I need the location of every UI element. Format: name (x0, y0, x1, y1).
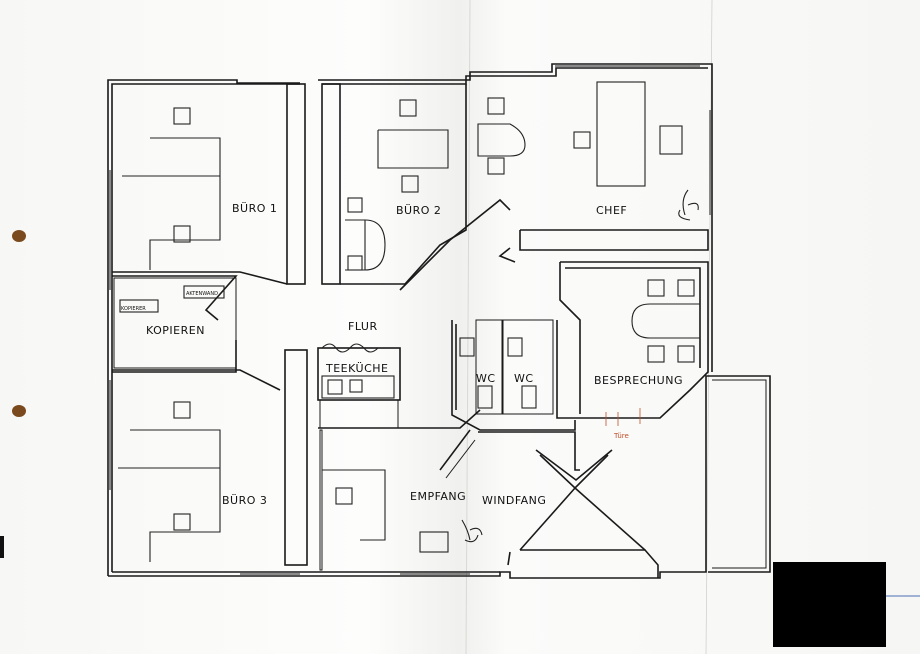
chair-chef-c (573, 131, 591, 149)
room-label-teekueche: TEEKÜCHE (325, 362, 389, 375)
plant-icon (678, 189, 699, 221)
room-label-buero3: BÜRO 3 (222, 494, 267, 507)
room-label-buero2: BÜRO 2 (396, 204, 441, 217)
furniture (118, 81, 701, 562)
chair-besprechung-b (677, 279, 695, 297)
room-label-flur: FLUR (348, 320, 378, 333)
room-label-empfang: EMPFANG (410, 490, 466, 503)
label-aktenwand: AKTENWAND (186, 291, 218, 297)
chair-buero3-a (173, 401, 191, 419)
chair-buero1-a (173, 107, 191, 125)
chair-empfang-b (419, 531, 449, 553)
punch-hole-bottom (12, 405, 26, 417)
redaction-block (773, 562, 886, 647)
plant-icon (461, 519, 483, 543)
chair-besprechung-a (647, 279, 665, 297)
chair-buero2-a (399, 99, 417, 117)
handwritten-note-tuere: Türe (613, 432, 629, 440)
label-kopierer: KOPIERER (121, 306, 146, 312)
room-label-besprechung: BESPRECHUNG (594, 374, 683, 387)
chair-buero2-c (347, 197, 363, 213)
paper-fold-right (705, 0, 713, 654)
chair-buero2-b (401, 175, 419, 193)
chair-chef-b (487, 157, 505, 175)
room-label-wc-2: WC (514, 372, 534, 385)
paper-fold (465, 0, 471, 654)
room-label-kopieren: KOPIEREN (146, 324, 205, 337)
chair-buero2-d (347, 255, 363, 271)
interior-walls (112, 83, 709, 578)
outer-walls (107, 63, 771, 579)
room-label-wc-1: WC (476, 372, 496, 385)
room-label-windfang: WINDFANG (482, 494, 546, 507)
chair-chef-a (487, 97, 505, 115)
chef-armchair (659, 125, 683, 155)
chair-besprechung-d (677, 345, 695, 363)
chair-buero1-b (173, 225, 191, 243)
room-label-buero1: BÜRO 1 (232, 202, 277, 215)
chair-empfang-a (335, 487, 353, 505)
windows (109, 65, 711, 575)
room-label-chef: CHEF (596, 204, 627, 217)
edge-mark (0, 536, 4, 558)
door-note-marks (605, 408, 641, 426)
chair-buero3-b (173, 513, 191, 531)
punch-hole-top (12, 230, 26, 242)
chair-besprechung-c (647, 345, 665, 363)
